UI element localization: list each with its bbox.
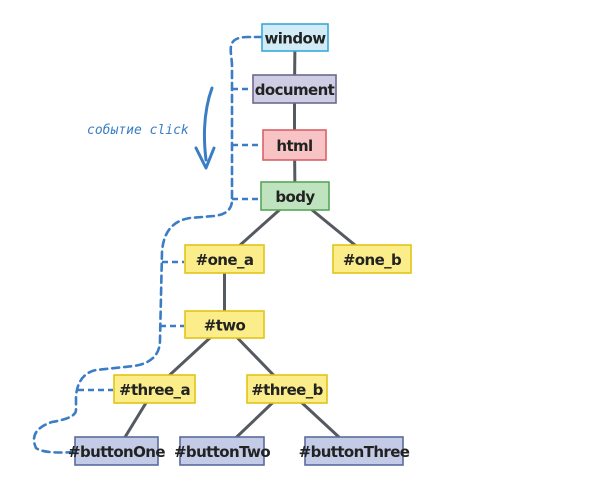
node-html: html	[262, 129, 327, 161]
node-label-buttonOne: #buttonOne	[68, 443, 165, 461]
node-one_b: #one_b	[332, 244, 412, 274]
node-label-body: body	[275, 188, 315, 206]
node-label-window: window	[265, 30, 327, 48]
node-box-buttonOne	[74, 436, 159, 466]
node-label-one_b: #one_b	[343, 251, 402, 269]
node-box-buttonThree	[304, 436, 404, 466]
node-body: body	[260, 181, 330, 211]
node-box-two	[184, 310, 265, 339]
node-label-one_a: #one_a	[196, 251, 254, 269]
node-window: window	[261, 23, 329, 52]
node-label-three_a: #three_a	[119, 381, 190, 399]
node-two: #two	[184, 310, 265, 339]
node-box-document	[252, 74, 337, 104]
tree-nodes: window document html body #one_a #one_b #two #t…	[68, 23, 412, 466]
node-label-two: #two	[204, 317, 246, 335]
node-box-three_a	[113, 374, 196, 404]
node-label-buttonThree: #buttonThree	[299, 443, 410, 461]
node-box-one_b	[332, 244, 412, 274]
node-document: document	[252, 74, 337, 104]
node-label-document: document	[255, 81, 335, 99]
event-capture-path	[32, 35, 264, 454]
node-buttonOne: #buttonOne	[68, 436, 166, 466]
node-box-one_a	[184, 244, 265, 274]
path-tick-marks	[78, 87, 262, 392]
down-arrow	[194, 86, 216, 170]
node-label-buttonTwo: #buttonTwo	[174, 443, 270, 461]
node-label-html: html	[276, 137, 312, 155]
node-box-body	[260, 181, 330, 211]
node-label-three_b: #three_b	[251, 381, 323, 399]
node-one_a: #one_a	[184, 244, 265, 274]
event-label: событие click	[87, 123, 189, 138]
node-three_b: #three_b	[246, 374, 328, 404]
node-three_a: #three_a	[113, 374, 196, 404]
node-box-window	[261, 23, 329, 52]
node-box-html	[262, 129, 327, 161]
node-box-buttonTwo	[179, 436, 265, 466]
node-buttonThree: #buttonThree	[299, 436, 410, 466]
node-buttonTwo: #buttonTwo	[174, 436, 271, 466]
node-box-three_b	[246, 374, 328, 404]
